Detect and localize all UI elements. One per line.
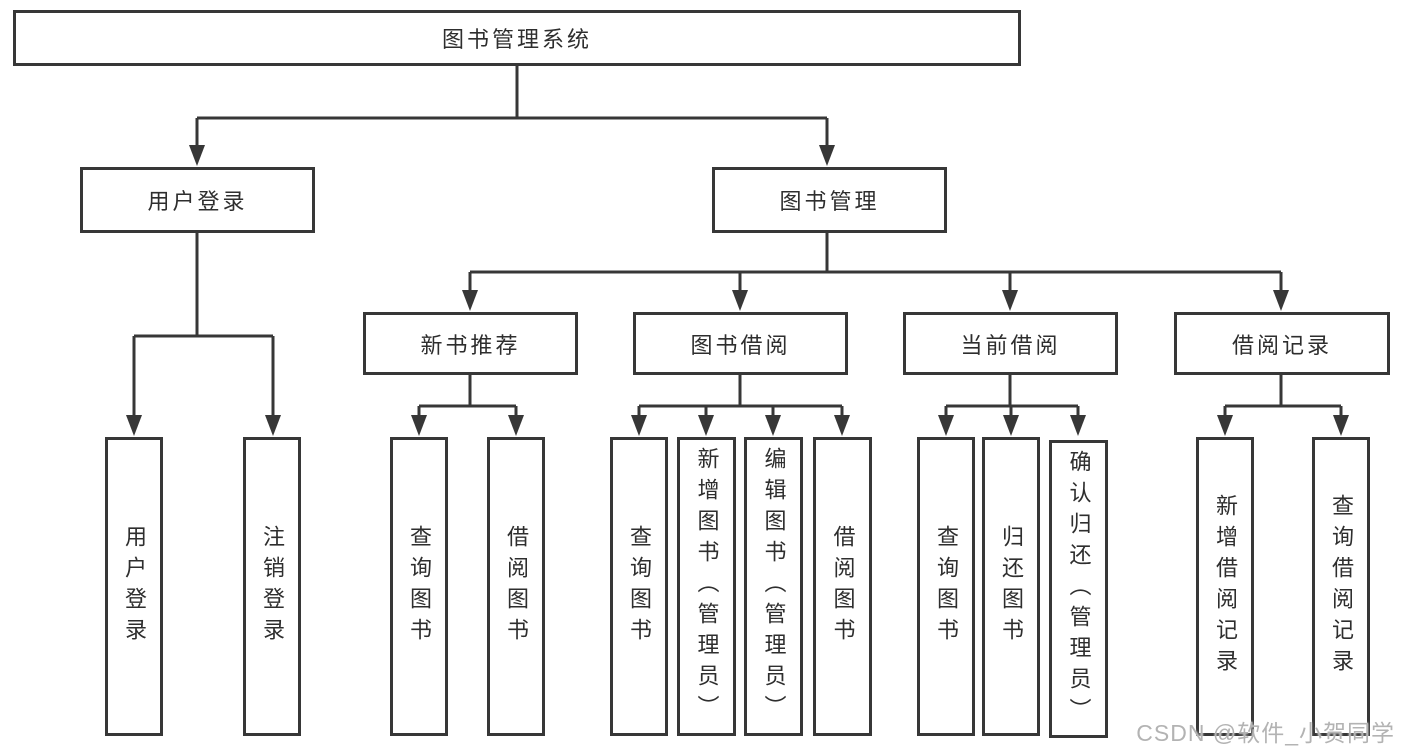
edge-book-management-children: [468, 233, 1283, 293]
arrow-down-icon: [1002, 290, 1018, 311]
arrow-down-icon: [698, 415, 714, 436]
arrow-down-icon: [1070, 415, 1086, 436]
edge-current-borrow-children: [944, 375, 1080, 418]
node-current-borrow: 当前借阅: [903, 312, 1118, 375]
arrow-down-icon: [189, 145, 205, 166]
arrow-down-icon: [508, 415, 524, 436]
node-new-book-recommend: 新书推荐: [363, 312, 578, 375]
node-library-management-system: 图书管理系统: [13, 10, 1021, 66]
arrow-down-icon: [462, 290, 478, 311]
node-borrow-record: 借阅记录: [1174, 312, 1390, 375]
node-user-login: 用户登录: [80, 167, 315, 233]
edge-user-login-children: [132, 233, 275, 418]
edge-root-to-level2: [195, 66, 829, 148]
edge-book-borrow-children: [637, 375, 844, 418]
arrow-down-icon: [819, 145, 835, 166]
node-leaf-logout: 注销登录: [243, 437, 301, 736]
arrow-down-icon: [1217, 415, 1233, 436]
node-leaf-add-borrow-record: 新增借阅记录: [1196, 437, 1254, 736]
node-leaf-edit-books-admin: 编辑图书（管理员）: [744, 437, 803, 736]
node-leaf-user-login: 用户登录: [105, 437, 163, 736]
arrow-down-icon: [1273, 290, 1289, 311]
arrow-down-icon: [1333, 415, 1349, 436]
csdn-watermark: CSDN @软件_小贺同学: [1136, 720, 1395, 746]
arrow-down-icon: [1003, 415, 1019, 436]
node-leaf-query-borrow-record: 查询借阅记录: [1312, 437, 1370, 736]
arrow-down-icon: [631, 415, 647, 436]
edge-borrow-record-children: [1223, 375, 1343, 418]
node-leaf-confirm-return-admin: 确认归还（管理员）: [1049, 440, 1108, 738]
arrow-down-icon: [834, 415, 850, 436]
node-book-management: 图书管理: [712, 167, 947, 233]
node-leaf-query-books-current: 查询图书: [917, 437, 975, 736]
node-leaf-query-books-borrow: 查询图书: [610, 437, 668, 736]
arrow-down-icon: [938, 415, 954, 436]
node-leaf-borrow-books-recommend: 借阅图书: [487, 437, 545, 736]
node-leaf-return-books: 归还图书: [982, 437, 1040, 736]
arrow-down-icon: [411, 415, 427, 436]
node-book-borrow: 图书借阅: [633, 312, 848, 375]
node-leaf-borrow-books: 借阅图书: [813, 437, 872, 736]
node-leaf-query-books-recommend: 查询图书: [390, 437, 448, 736]
edge-new-book-children: [417, 375, 518, 418]
arrow-down-icon: [765, 415, 781, 436]
node-leaf-add-books-admin: 新增图书（管理员）: [677, 437, 736, 736]
arrow-down-icon: [126, 415, 142, 436]
arrow-down-icon: [265, 415, 281, 436]
arrow-down-icon: [732, 290, 748, 311]
